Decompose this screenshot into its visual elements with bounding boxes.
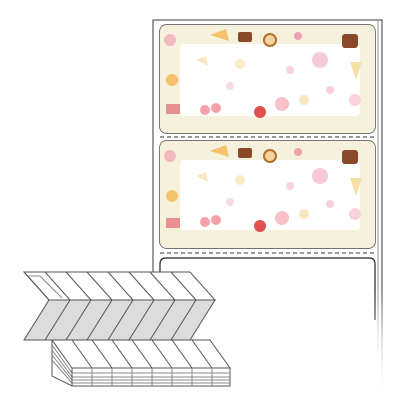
label-1 [159,24,376,134]
fanfold-stack-edges [51,340,231,387]
fanfold-bottom-panel [51,339,231,369]
sweets-pattern-1 [164,29,362,118]
label-2 [159,140,376,249]
sweets-pattern-2 [164,145,362,232]
fanfold-middle-panel [23,299,216,341]
fanfold-stack [22,271,231,387]
fanfold-top-panel [22,271,217,301]
